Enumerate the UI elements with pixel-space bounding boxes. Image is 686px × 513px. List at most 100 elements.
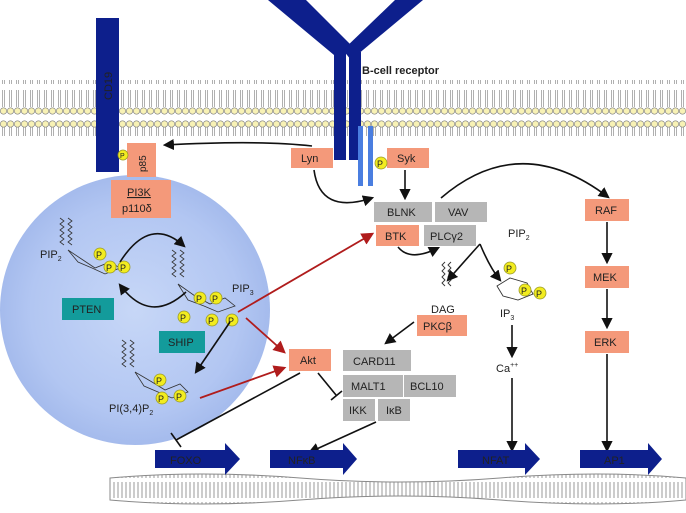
pip2-base: PIP (40, 249, 58, 261)
akt-label: Akt (300, 355, 316, 367)
ig-beta (368, 126, 373, 186)
pi34p2-label: PI(3,4)P2 (109, 403, 153, 417)
plc-label: PLCγ2 (430, 231, 463, 243)
foxo-output: FOXO (155, 443, 240, 475)
foxo-label: FOXO (170, 455, 202, 467)
calcium-base: Ca (496, 363, 511, 375)
vav-label: VAV (448, 207, 469, 219)
bcl10-label: BCL10 (410, 381, 444, 393)
pip2-phosphate-3-label: P (120, 263, 126, 273)
pi34p2-phosphate-2-label: P (158, 394, 164, 404)
erk-box (585, 331, 629, 353)
pi3k-signaling-compartment (0, 175, 270, 445)
erk-label: ERK (594, 337, 617, 349)
p85-label: p85 (138, 155, 149, 172)
pip2-phosphate-3 (117, 260, 131, 274)
ip3-phosphate-3 (533, 286, 547, 300)
lyn-label: Lyn (301, 153, 318, 165)
pten-label: PTEN (72, 304, 101, 316)
pip3-molecule: P P P P P (171, 249, 239, 327)
ip3-phosphate-3-label: P (536, 289, 542, 299)
ip3-molecule: P P P (496, 261, 547, 301)
vav-box (435, 202, 487, 222)
calcium-sup: ++ (510, 362, 518, 369)
ip3-phosphate-1-label: P (506, 264, 512, 274)
pi34p2-phosphate-1 (153, 373, 167, 387)
mek-label: MEK (593, 272, 618, 284)
ip3-label: IP3 (500, 308, 514, 322)
p110-label: p110δ (122, 203, 152, 215)
nfkb-output: NFκB (270, 443, 357, 475)
card11-label: CARD11 (353, 356, 396, 368)
lyn-box (291, 148, 333, 168)
ship-box (159, 331, 205, 353)
pi34p2-phosphate-1-label: P (156, 376, 162, 386)
raf-label: RAF (595, 205, 617, 217)
pip3-phosphate-1-label: P (196, 294, 202, 304)
pip3-label: PIP3 (232, 283, 254, 297)
pip3-phosphate-2 (209, 291, 223, 305)
inhibition-lines (170, 372, 343, 448)
ip3-sub: 3 (510, 315, 514, 322)
pi34p2-base: PI(3,4)P (109, 403, 149, 415)
cd19-receptor (96, 18, 119, 172)
pip3-phosphate-4 (205, 313, 219, 327)
dag-label: DAG (431, 304, 455, 316)
syk-box (387, 148, 429, 168)
pi34p2-phosphate-2 (155, 391, 169, 405)
nfat-output: NFAT (458, 443, 540, 475)
syk-phosphate (374, 156, 388, 170)
malt1-box (343, 375, 403, 397)
ship-label: SHIP (168, 337, 194, 349)
ip3-phosphate-1 (503, 261, 517, 275)
pip2-phosphate-1-label: P (96, 250, 102, 260)
btk-label: BTK (385, 231, 407, 243)
plc-pip2-base: PIP (508, 228, 526, 240)
pip2-phosphate-1 (93, 247, 107, 261)
syk-label: Syk (397, 153, 416, 165)
pi34p2-molecule: P P P (121, 339, 189, 405)
pip2-phosphate-2 (103, 260, 117, 274)
ap1-output: AP1 (580, 443, 662, 475)
pip2-phosphate-2-label: P (106, 263, 112, 273)
blnk-box (374, 202, 432, 222)
ig-alpha (358, 126, 363, 186)
ap1-label: AP1 (604, 455, 625, 467)
p85-phosphate-label: P (120, 153, 125, 160)
bcr-label: B-cell receptor (362, 65, 440, 77)
pi34p2-phosphate-3 (173, 389, 187, 403)
activation-arrows (118, 138, 613, 454)
pip2-label: PIP2 (40, 249, 62, 263)
syk-phosphate-label: P (377, 159, 383, 169)
ip3-base: IP (500, 308, 510, 320)
pi3k-box (111, 180, 171, 218)
dag-tails (441, 261, 452, 287)
raf-box (585, 199, 629, 221)
ikb-label: IκB (386, 405, 402, 417)
pten-box (62, 298, 114, 320)
pip3-sub: 3 (250, 290, 254, 297)
pi34p2-phosphate-3-label: P (176, 392, 182, 402)
b-cell-receptor (268, 0, 423, 160)
pip3-phosphate-3 (177, 310, 191, 324)
ip3-phosphate-2 (518, 283, 532, 297)
pip3-base: PIP (232, 283, 250, 295)
pip3-phosphate-4-label: P (208, 316, 214, 326)
pip2-molecule: P P P (59, 217, 131, 275)
pip3-phosphate-5-label: P (228, 316, 234, 326)
pi34p2-sub: 2 (149, 410, 153, 417)
pkc-label: PKCβ (423, 321, 452, 333)
akt-box (289, 349, 331, 371)
pi3k-label: PI3K (127, 187, 152, 199)
bcl10-box (404, 375, 456, 397)
blnk-label: BLNK (387, 207, 416, 219)
akt-btk-activation-arrows (199, 232, 375, 399)
ikb-box (378, 399, 410, 421)
pip3-phosphate-2-label: P (212, 294, 218, 304)
ip3-phosphate-2-label: P (521, 286, 527, 296)
plc-pip2-sub: 2 (526, 235, 530, 242)
pip3-phosphate-3-label: P (180, 313, 186, 323)
mek-box (585, 266, 629, 288)
p85-box (127, 143, 156, 177)
